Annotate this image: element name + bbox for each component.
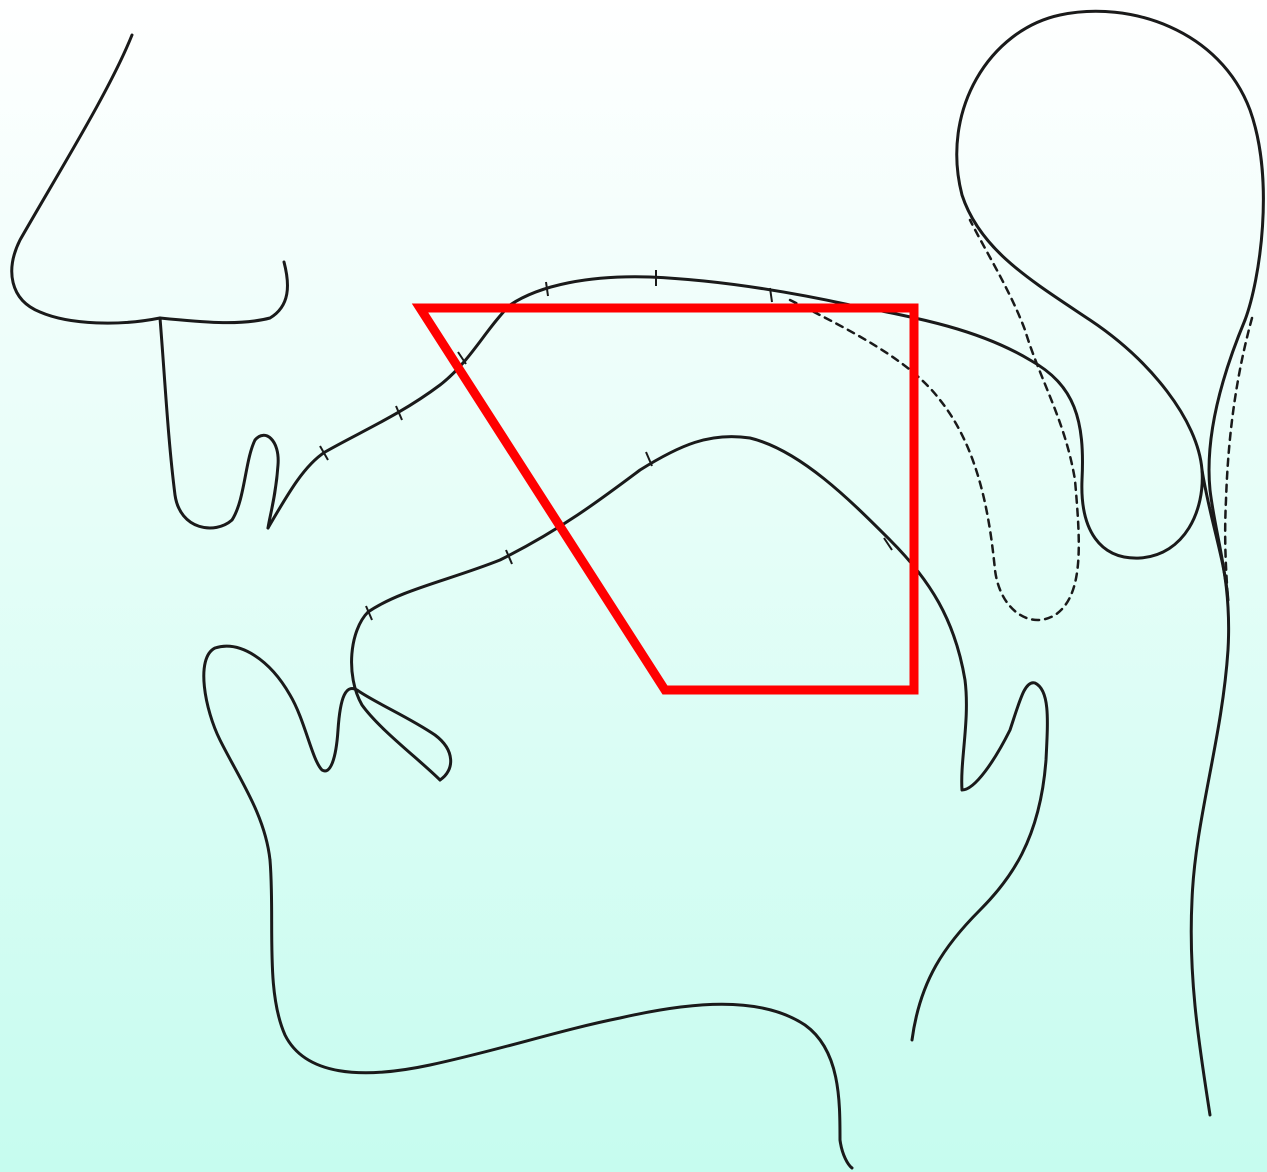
diagram-canvas — [0, 0, 1267, 1172]
vocal-tract-diagram — [0, 0, 1267, 1172]
background — [0, 0, 1267, 1172]
